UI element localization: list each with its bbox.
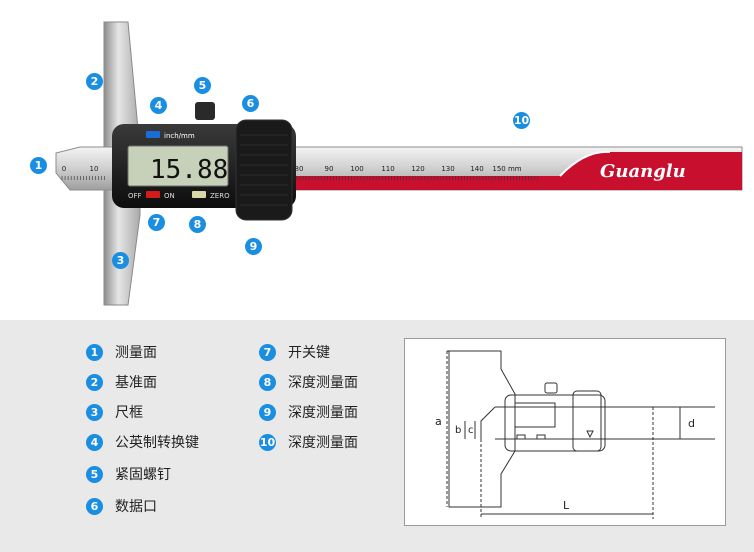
legend-item-9: 9 深度测量面: [259, 401, 358, 423]
off-label: OFF: [128, 192, 142, 200]
lock-screw[interactable]: [195, 102, 215, 120]
unit-button-label: inch/mm: [164, 132, 195, 140]
callout-10: 10: [513, 112, 530, 129]
legend-number: 2: [86, 373, 103, 391]
legend-number: 3: [86, 403, 103, 421]
legend-number: 7: [259, 343, 276, 361]
dimension-drawing: a b c d L: [404, 338, 726, 526]
legend-number: 8: [259, 373, 276, 391]
legend-number: 10: [259, 433, 276, 451]
legend-number: 9: [259, 403, 276, 421]
dim-label-b: b: [455, 425, 461, 436]
scale-tick-label: 0: [62, 165, 66, 173]
callout-6: 6: [242, 95, 259, 112]
legend-text: 深度测量面: [288, 435, 358, 451]
legend-number: 6: [86, 497, 103, 515]
callout-1: 1: [30, 157, 47, 174]
scale-tick-label: 90: [325, 165, 334, 173]
zero-label: ZERO: [210, 192, 230, 200]
callout-2: 2: [86, 73, 103, 90]
callout-4: 4: [150, 97, 167, 114]
legend-text: 开关键: [288, 345, 330, 361]
red-stripe: [290, 151, 742, 190]
scale-tick-label: 80: [295, 165, 304, 173]
lcd-reading: 15.88: [150, 155, 228, 185]
legend-number: 1: [86, 343, 103, 361]
legend-text: 尺框: [115, 405, 143, 421]
callout-3: 3: [112, 252, 129, 269]
dim-label-a: a: [435, 415, 442, 428]
legend-text: 数据口: [115, 499, 157, 515]
legend-item-3: 3 尺框: [86, 401, 143, 423]
scale-tick-label: 120: [411, 165, 424, 173]
dim-label-c: c: [468, 425, 474, 436]
caliper-illustration: 0 10 80 90 100 110 120 130 140 150 mm Guanglu inc…: [55, 21, 743, 306]
legend-item-8: 8 深度测量面: [259, 371, 358, 393]
legend-text: 深度测量面: [288, 375, 358, 391]
scale-tick-label: 10: [90, 165, 99, 173]
callout-5: 5: [194, 77, 211, 94]
dimension-drawing-svg: a b c d L: [435, 350, 715, 519]
scale-tick-label: 130: [441, 165, 454, 173]
scale-tick-label: 140: [470, 165, 483, 173]
callout-9: 9: [245, 238, 262, 255]
legend-number: 4: [86, 433, 103, 451]
drawing-body: [504, 394, 606, 452]
scale-tick-label: 110: [381, 165, 394, 173]
legend-item-5: 5 紧固螺钉: [86, 463, 171, 485]
lcd-display: [127, 145, 229, 187]
callout-8: 8: [189, 216, 206, 233]
brand-logo: Guanglu: [600, 161, 686, 182]
legend-item-1: 1 测量面: [86, 341, 157, 363]
legend-text: 公英制转换键: [115, 435, 199, 451]
legend-item-4: 4 公英制转换键: [86, 431, 199, 453]
scale-ticks: 0 10 80 90 100 110 120 130 140 150 mm: [61, 165, 539, 180]
callout-7: 7: [148, 214, 165, 231]
legend-item-6: 6 数据口: [86, 495, 157, 517]
legend-text: 基准面: [115, 375, 157, 391]
legend-number: 5: [86, 465, 103, 483]
legend-text: 紧固螺钉: [115, 467, 171, 483]
scale-tick-label: 100: [350, 165, 363, 173]
legend-item-7: 7 开关键: [259, 341, 330, 363]
legend-text: 深度测量面: [288, 405, 358, 421]
dim-label-d: d: [688, 417, 695, 430]
on-label: ON: [164, 192, 175, 200]
legend-item-10: 10 深度测量面: [259, 431, 358, 453]
zero-button[interactable]: [192, 191, 206, 198]
unit-button[interactable]: [146, 131, 160, 138]
scale-tick-label: 150 mm: [492, 165, 521, 173]
legend-text: 测量面: [115, 345, 157, 361]
power-button[interactable]: [146, 191, 160, 198]
legend-item-2: 2 基准面: [86, 371, 157, 393]
dim-label-L: L: [563, 499, 570, 512]
